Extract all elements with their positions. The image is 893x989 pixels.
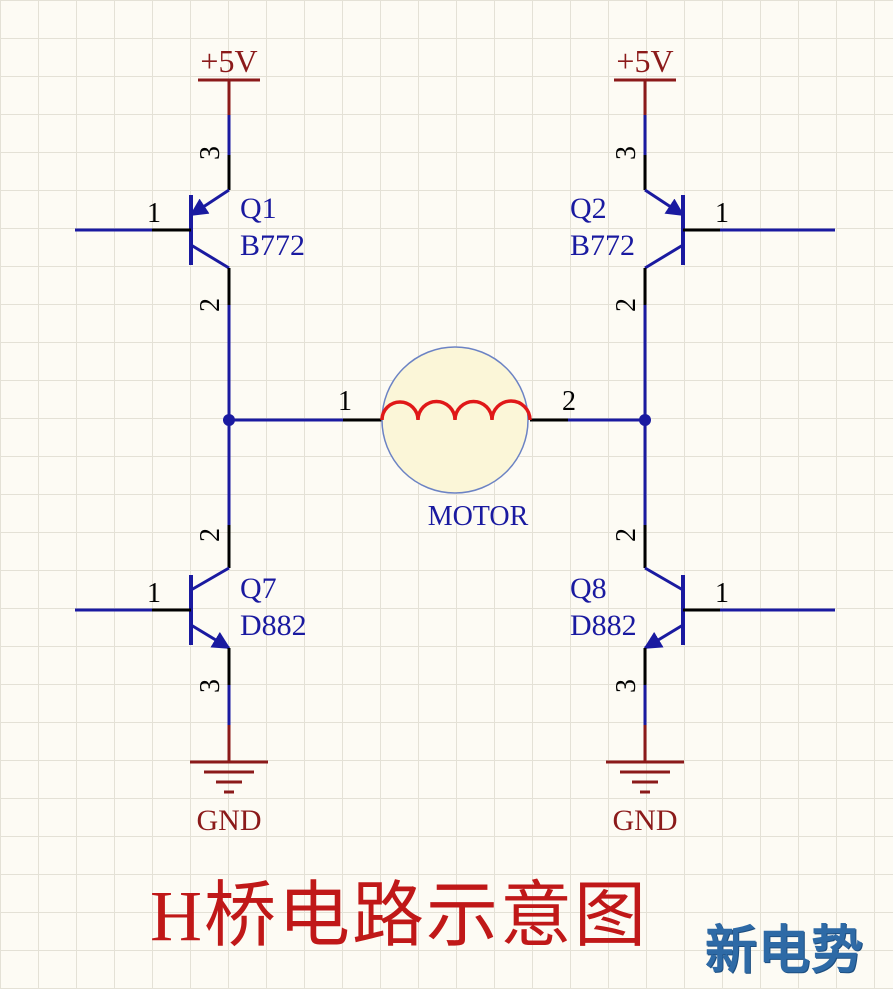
q2-emitter-pin-number: 3 — [611, 146, 642, 160]
ground-symbol-right: GND — [606, 725, 684, 837]
motor-coil — [380, 399, 532, 421]
watermark-logo: 新电势 — [705, 921, 865, 981]
power-label-right: +5V — [616, 43, 673, 79]
transistor-q1: 1 3 2 Q1 B772 — [75, 115, 305, 312]
power-symbol-left: +5V — [198, 43, 260, 115]
q2-collector-pin-number: 2 — [611, 298, 642, 312]
junction-left — [223, 414, 235, 426]
q7-emitter-pin-number: 3 — [195, 679, 226, 693]
transistor-q8: 1 2 3 Q8 D882 — [570, 525, 835, 725]
ground-label-right: GND — [613, 804, 678, 837]
q1-collector-pin-number: 2 — [195, 298, 226, 312]
q1-base-pin-number: 1 — [147, 198, 161, 229]
q2-base-pin-number: 1 — [715, 198, 729, 229]
q1-ref: Q1 — [240, 192, 277, 225]
motor-pin-right: 2 — [562, 386, 576, 417]
q2-part: B772 — [570, 229, 635, 262]
ground-symbol-left: GND — [190, 725, 268, 837]
q8-ref: Q8 — [570, 572, 607, 605]
transistor-q7: 1 2 3 Q7 D882 — [75, 525, 307, 725]
q7-ref: Q7 — [240, 572, 277, 605]
junction-right — [639, 414, 651, 426]
motor: 1 2 MOTOR — [223, 346, 651, 532]
motor-label: MOTOR — [428, 501, 529, 532]
q1-part: B772 — [240, 229, 305, 262]
transistor-q2: 1 3 2 Q2 B772 — [570, 115, 835, 312]
q8-part: D882 — [570, 609, 637, 642]
power-symbol-right: +5V — [614, 43, 676, 115]
q7-base-pin-number: 1 — [147, 578, 161, 609]
q1-emitter-pin-number: 3 — [195, 146, 226, 160]
diagram-title: H桥电路示意图 — [150, 876, 648, 956]
power-label-left: +5V — [200, 43, 257, 79]
q8-collector-pin-number: 2 — [611, 528, 642, 542]
q7-part: D882 — [240, 609, 307, 642]
motor-pin-left: 1 — [338, 386, 352, 417]
q8-emitter-pin-number: 3 — [611, 679, 642, 693]
q7-collector-pin-number: 2 — [195, 528, 226, 542]
ground-label-left: GND — [197, 804, 262, 837]
q2-ref: Q2 — [570, 192, 607, 225]
q8-base-pin-number: 1 — [715, 578, 729, 609]
